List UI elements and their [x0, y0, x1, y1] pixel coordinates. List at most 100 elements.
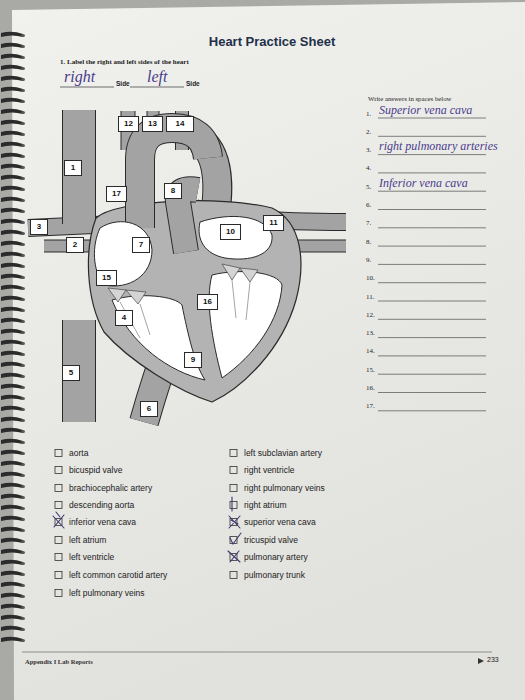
heart-chamber: [199, 216, 272, 259]
answer-line: [378, 118, 486, 411]
footer-rule: [478, 658, 484, 664]
checkbox: [230, 450, 237, 457]
word-bank-term: right ventricle: [244, 465, 295, 475]
answer-line: [378, 392, 486, 393]
answer-line: [378, 337, 486, 338]
checkbox: [55, 554, 62, 561]
answer-line: [378, 301, 486, 302]
answer-number: 3.: [366, 146, 371, 154]
vessel: [62, 320, 96, 422]
word-bank-term: bicuspid valve: [69, 465, 122, 475]
answer-number: 14.: [366, 347, 375, 355]
word-bank-term: right pulmonary veins: [244, 483, 325, 493]
photo-ground: [12, 2, 525, 700]
heart-chamber: [94, 222, 152, 286]
vessel: [63, 320, 95, 422]
answer-line: [378, 154, 486, 155]
answer-line: [378, 227, 486, 228]
side-label: Side: [116, 80, 130, 87]
word-bank-term: left atrium: [69, 535, 106, 545]
side-label: Side: [186, 80, 200, 87]
word-bank-term: aorta: [69, 448, 88, 458]
checkbox: [55, 467, 62, 474]
check-mark: [53, 497, 241, 562]
vessel: [63, 110, 95, 224]
callout-box: 13: [142, 116, 163, 132]
footer-text: Appendix I Lab Reports: [25, 658, 93, 665]
answer-number: 15.: [366, 366, 375, 374]
word-bank-term: inferior vena cava: [69, 517, 136, 527]
check-mark: [229, 516, 240, 528]
instruction-text: Write answers in spaces below: [368, 95, 452, 102]
heart-illustration: [28, 110, 346, 422]
heart-chamber: [112, 296, 205, 380]
handwritten-answer: left: [147, 68, 167, 86]
answer-number: 1.: [366, 110, 371, 118]
word-bank-term: pulmonary artery: [244, 552, 308, 562]
chordae: [246, 282, 250, 320]
check-mark: [230, 533, 241, 544]
vessel: [140, 128, 208, 252]
heart-valve: [240, 268, 258, 282]
callout-number: 5: [69, 369, 73, 377]
answer-number: 16.: [366, 384, 375, 392]
callout-box: 7: [132, 237, 150, 253]
checkbox: [230, 467, 237, 474]
callout-box: 2: [66, 237, 84, 253]
checkbox: [55, 502, 62, 509]
chordae: [232, 280, 236, 318]
word-bank-term: descending aorta: [69, 500, 134, 510]
callout-number: 12: [124, 120, 133, 128]
answer-number: 11.: [366, 293, 375, 301]
callout-number: 9: [191, 356, 195, 364]
callout-box: 11: [263, 215, 284, 231]
answer-line: [378, 355, 486, 356]
answer-line: [378, 136, 486, 137]
callout-box: 14: [166, 116, 194, 132]
answer-line: [378, 282, 486, 283]
callout-box: 8: [164, 183, 182, 199]
callout-number: 8: [171, 187, 175, 195]
word-bank-term: right atrium: [244, 500, 287, 510]
heart-valve: [108, 264, 258, 304]
word-bank-term: superior vena cava: [244, 517, 316, 527]
answer-line: [378, 191, 486, 192]
check-mark: [231, 497, 232, 511]
word-bank-term: brachiocephalic artery: [69, 483, 152, 493]
heart-valve: [222, 264, 240, 280]
callout-box: 9: [184, 352, 202, 368]
heart-chamber: [209, 272, 282, 378]
callout-box: 4: [115, 310, 133, 326]
answer-number: 6.: [366, 201, 371, 209]
callout-number: 2: [73, 241, 77, 249]
heart-valve: [126, 290, 146, 304]
callout-box: 3: [30, 219, 48, 235]
callout-number: 1: [71, 164, 75, 172]
page-number: 233: [487, 656, 499, 663]
checkbox: [55, 572, 62, 579]
answer-number: 13.: [366, 329, 375, 337]
checkbox: [230, 485, 237, 492]
checkbox: [230, 502, 237, 509]
underline: [60, 87, 114, 88]
answer-line: [378, 246, 486, 247]
vessel: [62, 110, 96, 224]
chordae: [140, 304, 150, 335]
page-title: Heart Practice Sheet: [209, 34, 335, 49]
callout-number: 17: [112, 190, 121, 198]
callout-number: 16: [203, 298, 212, 306]
answer-line: [378, 374, 486, 375]
callout-box: 16: [197, 294, 218, 310]
word-bank-term: tricuspid valve: [244, 535, 298, 545]
spiral-binding: [0, 30, 26, 646]
footer-rule: [22, 652, 492, 653]
checkbox: [55, 485, 62, 492]
heart-valve: [108, 288, 126, 302]
answer-number: 10.: [366, 274, 375, 282]
answer-number: 9.: [366, 256, 371, 264]
checkbox: [55, 537, 62, 544]
handwritten-answer: right pulmonary arteries: [379, 139, 498, 154]
callout-box: 1: [64, 160, 82, 176]
callout-box: 17: [106, 186, 127, 202]
